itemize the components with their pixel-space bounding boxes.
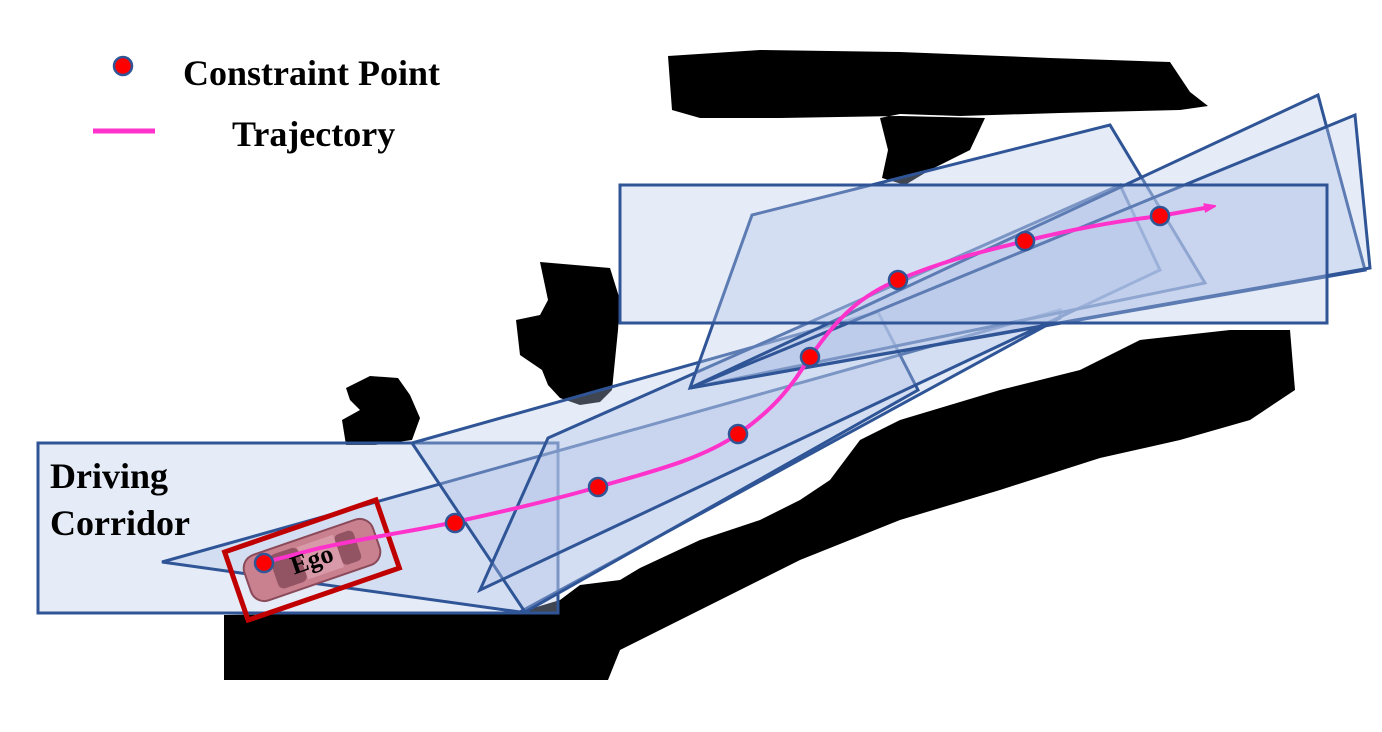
car-icon xyxy=(242,517,382,603)
constraint-point xyxy=(587,476,609,498)
constraint-point xyxy=(253,552,275,574)
constraint-point xyxy=(727,423,749,445)
constraint-point xyxy=(799,346,821,368)
constraint-points xyxy=(253,205,1171,574)
legend-constraint-point-label: Constraint Point xyxy=(183,53,440,93)
obstacle-small xyxy=(342,376,420,445)
obstacles xyxy=(224,50,1295,680)
legend-constraint-point-marker xyxy=(112,55,134,77)
corridor-label-line1: Driving xyxy=(50,456,168,496)
constraint-point xyxy=(444,512,466,534)
obstacle-bottom xyxy=(224,330,1295,680)
constraint-point xyxy=(1149,205,1171,227)
constraint-point xyxy=(1014,230,1036,252)
constraint-point xyxy=(887,269,909,291)
legend-trajectory-label: Trajectory xyxy=(232,114,395,154)
obstacle-top xyxy=(668,50,1208,185)
obstacle-middle-left xyxy=(516,262,620,405)
legend: Constraint Point Trajectory xyxy=(93,53,440,154)
corridor-poly-6 xyxy=(689,112,1372,390)
ego-vehicle xyxy=(221,496,403,624)
corridor-label-line2: Corridor xyxy=(50,503,190,543)
